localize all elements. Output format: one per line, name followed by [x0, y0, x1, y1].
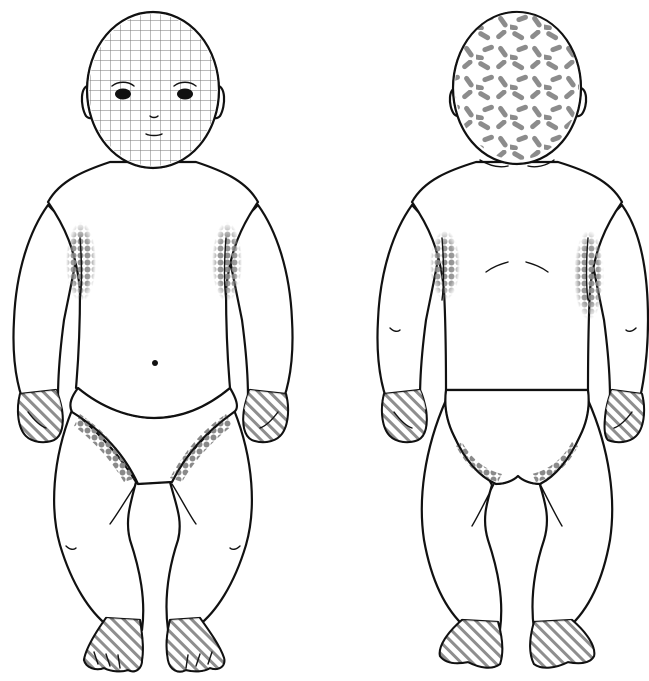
back-right-foot-hatch: [530, 620, 594, 668]
back-view: [377, 12, 648, 668]
front-view: [13, 12, 292, 672]
left-eye-icon: [177, 89, 193, 100]
front-left-axilla-dots: [212, 222, 242, 302]
back-left-foot-hatch: [440, 620, 502, 668]
back-scalp-dashes: [455, 12, 579, 160]
right-eye-icon: [115, 89, 131, 100]
back-right-axilla-dots: [574, 230, 604, 320]
front-scalp-face-grid: [89, 14, 217, 166]
back-left-axilla-dots: [430, 230, 460, 300]
navel-icon: [152, 360, 158, 366]
front-right-foot-hatch: [84, 618, 143, 671]
front-left-foot-hatch: [167, 618, 225, 672]
